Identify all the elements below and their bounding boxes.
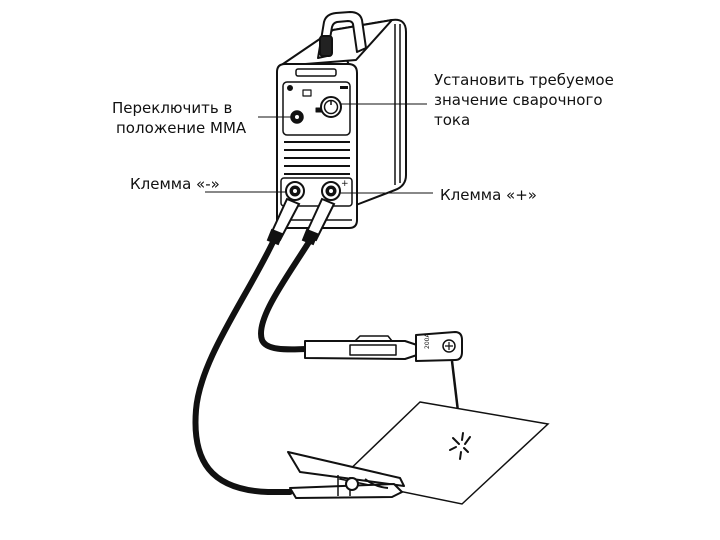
label-mode-switch-line-2: положение ММА	[116, 119, 247, 137]
inverter-handle-grip	[319, 35, 333, 57]
plus-cable	[257, 239, 312, 353]
label-mode-switch-line-1: Переключить в	[112, 99, 233, 117]
label-minus-terminal: Клемма «-»	[130, 175, 220, 193]
indicator-light	[287, 85, 293, 91]
label-current-knob-line-1: Установить требуемое	[434, 71, 614, 89]
current-knob-inner	[323, 99, 339, 115]
electrode-holder: 200A	[304, 331, 463, 362]
ground-clamp	[287, 451, 405, 499]
mode-switch-center	[295, 115, 299, 119]
welding-inverter: +	[276, 11, 407, 229]
plus-symbol: +	[341, 179, 349, 189]
holder-rating-text: 200A	[424, 333, 431, 349]
inverter-handle	[317, 11, 367, 59]
label-mode-switch: Переключить в положение ММА	[112, 98, 246, 138]
arc-spark	[449, 432, 471, 460]
front-top-strip	[295, 68, 337, 77]
mode-symbol	[302, 89, 312, 97]
minus-terminal[interactable]	[285, 181, 305, 201]
label-current-knob-line-2: значение сварочного	[434, 91, 603, 109]
label-current-knob: Установить требуемое значение сварочного…	[434, 70, 614, 130]
ventilation-grille	[284, 141, 350, 175]
plus-terminal[interactable]	[321, 181, 341, 201]
label-plus-terminal: Клемма «+»	[440, 186, 537, 204]
label-current-knob-line-3: тока	[434, 111, 471, 129]
leader-lines	[205, 103, 433, 194]
minus-cable	[192, 239, 293, 495]
knob-scale	[340, 86, 348, 89]
